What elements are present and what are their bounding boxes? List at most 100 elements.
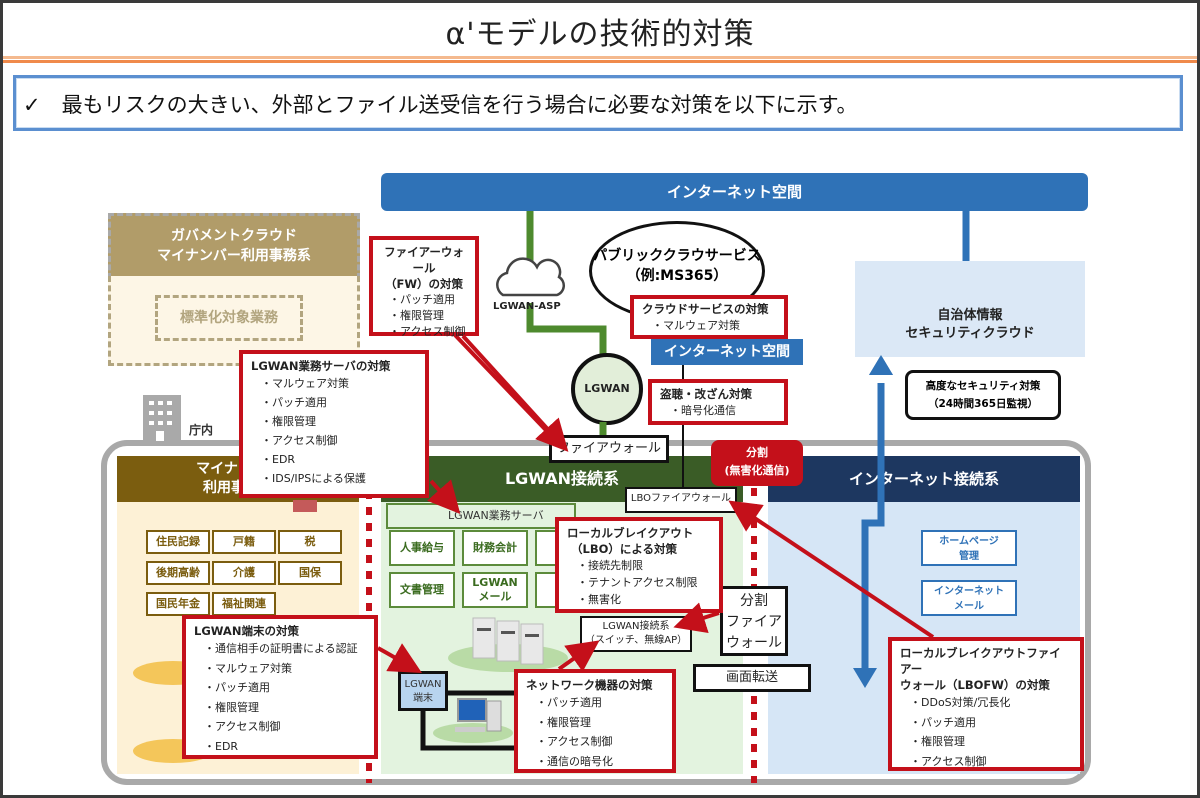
security-cloud-line-1: 自治体情報	[937, 308, 1003, 323]
measure-item: パッチ適用	[261, 393, 417, 412]
measure-item: DDoS対策/冗長化	[910, 693, 1072, 713]
lgwan-switch-line-2: （スイッチ、無線AP）	[584, 635, 688, 646]
standard-ops-box: 標準化対象業務	[155, 295, 303, 341]
firewall-box: ファイアウォール	[549, 435, 669, 463]
measure-item: テナントアクセス制限	[577, 574, 711, 591]
gov-cloud-title-2: マイナンバー利用事務系	[157, 248, 311, 264]
measure-network: ネットワーク機器の対策 パッチ適用 権限管理 アクセス制御 通信の暗号化	[514, 669, 676, 773]
advanced-security-line-1: 高度なセキュリティ対策	[925, 380, 1041, 392]
mynumber-cell: 福祉関連	[212, 592, 276, 616]
measure-item: アクセス制御	[261, 431, 417, 450]
lgwan-cell: 人事給与	[389, 530, 455, 566]
split-firewall-line-3: ウォール	[726, 635, 782, 651]
public-cloud-line-1: パブリッククラウサービス	[593, 248, 761, 264]
lgwan-asp-label: LGWAN-ASP	[493, 301, 561, 312]
measure-item: 通信相手の証明書による認証	[204, 639, 366, 659]
measure-lbofw-title-1: ローカルブレイクアウトファイアー	[900, 646, 1061, 676]
measure-lbo-list: 接続先制限 テナントアクセス制限 無害化	[567, 557, 711, 608]
office-label: 庁内	[189, 423, 214, 437]
connector-stub	[293, 500, 317, 512]
measure-item: マルウェア対策	[204, 659, 366, 679]
lbo-firewall-box: LBOファイアウォール	[625, 487, 737, 513]
internet-mail-cell: インターネット メール	[921, 580, 1017, 616]
measure-item: マルウェア対策	[652, 317, 776, 334]
advanced-security-box: 高度なセキュリティ対策 （24時間365日監視）	[905, 370, 1061, 420]
measure-item: アクセス制御	[910, 752, 1072, 772]
measure-item: 権限管理	[261, 412, 417, 431]
homepage-mgmt-cell: ホームページ 管理	[921, 530, 1017, 566]
measure-item: 無害化	[577, 591, 711, 608]
measure-item: アクセス制御	[389, 324, 469, 340]
arrow-fw	[453, 333, 569, 454]
separator-mynumber-lgwan	[366, 443, 372, 783]
security-cloud-line-2: セキュリティクラウド	[905, 326, 1035, 341]
internet-connection-header: インターネット接続系	[768, 456, 1080, 502]
measure-item: 権限管理	[389, 308, 469, 324]
measure-item: EDR	[261, 450, 417, 469]
measure-item: パッチ適用	[204, 678, 366, 698]
mynumber-cell: 税	[278, 530, 342, 554]
mynumber-cell: 国保	[278, 561, 342, 585]
lgwan-circle: LGWAN	[571, 353, 643, 425]
measure-network-title: ネットワーク機器の対策	[526, 678, 653, 692]
measure-item: アクセス制御	[536, 732, 664, 752]
title-divider	[3, 56, 1197, 59]
measure-item: EDR	[204, 737, 366, 757]
split-badge-line-2: (無害化通信)	[724, 464, 790, 477]
advanced-security-line-2: （24時間365日監視）	[927, 398, 1039, 410]
measure-lgwan-terminal: LGWAN端末の対策 通信相手の証明書による認証 マルウェア対策 パッチ適用 権…	[182, 615, 378, 759]
mynumber-cell: 介護	[212, 561, 276, 585]
measure-network-list: パッチ適用 権限管理 アクセス制御 通信の暗号化	[526, 693, 664, 771]
title-divider-accent	[3, 60, 1197, 63]
lgwan-terminal-box: LGWAN 端末	[398, 671, 448, 711]
mynumber-cell: 戸籍	[212, 530, 276, 554]
lead-box	[13, 75, 1183, 131]
mynumber-cell: 住民記録	[146, 530, 210, 554]
measure-lgwan-server-list: マルウェア対策 パッチ適用 権限管理 アクセス制御 EDR IDS/IPSによる…	[251, 374, 417, 488]
measure-lbofw: ローカルブレイクアウトファイアー ウォール（LBOFW）の対策 DDoS対策/冗…	[888, 637, 1084, 771]
page-title: α'モデルの技術的対策	[445, 17, 755, 52]
lgwan-server-bar: LGWAN業務サーバ	[386, 503, 576, 529]
lgwan-switch-box: LGWAN接続系 （スイッチ、無線AP）	[580, 616, 692, 652]
screen-transfer-box: 画面転送	[693, 664, 811, 692]
measure-fw-title-2: （FW）の対策	[384, 277, 464, 291]
measure-fw: ファイアーウォール （FW）の対策 パッチ適用 権限管理 アクセス制御	[369, 236, 479, 338]
measure-item: パッチ適用	[536, 693, 664, 713]
measure-lbo-title-2: （LBO）による対策	[571, 542, 678, 556]
split-firewall-box: 分割 ファイア ウォール	[720, 586, 788, 656]
split-badge: 分割 (無害化通信)	[711, 440, 803, 486]
measure-item: 権限管理	[204, 698, 366, 718]
measure-fw-list: パッチ適用 権限管理 アクセス制御	[379, 292, 469, 340]
slide: α'モデルの技術的対策 ✓ 最もリスクの大きい、外部とファイル送受信を行う場合に…	[3, 3, 1197, 795]
mynumber-cell: 国民年金	[146, 592, 210, 616]
measure-tapping-list: 暗号化通信	[660, 402, 776, 419]
measure-lgwan-terminal-list: 通信相手の証明書による認証 マルウェア対策 パッチ適用 権限管理 アクセス制御 …	[194, 639, 366, 756]
measure-lbo: ローカルブレイクアウト （LBO）による対策 接続先制限 テナントアクセス制限 …	[555, 517, 723, 613]
measure-lgwan-server: LGWAN業務サーバの対策 マルウェア対策 パッチ適用 権限管理 アクセス制御 …	[239, 350, 429, 498]
measure-lbofw-title-2: ウォール（LBOFW）の対策	[900, 678, 1050, 692]
measure-item: パッチ適用	[910, 713, 1072, 733]
measure-cloud-service-title: クラウドサービスの対策	[642, 302, 769, 316]
measure-item: 接続先制限	[577, 557, 711, 574]
measure-item: パッチ適用	[389, 292, 469, 308]
up-arrow-icon	[869, 355, 893, 375]
measure-cloud-service-list: マルウェア対策	[642, 317, 776, 334]
measure-lbofw-list: DDoS対策/冗長化 パッチ適用 権限管理 アクセス制御	[900, 693, 1072, 771]
measure-tapping-title: 盗聴・改ざん対策	[660, 387, 752, 401]
measure-lgwan-terminal-title: LGWAN端末の対策	[194, 624, 299, 638]
measure-item: 権限管理	[536, 713, 664, 733]
gov-cloud-title-1: ガバメントクラウド	[171, 228, 297, 244]
measure-item: IDS/IPSによる保護	[261, 469, 417, 488]
internet-space-bar: インターネット空間	[381, 173, 1088, 211]
measure-item: 通信の暗号化	[536, 752, 664, 772]
measure-item: 暗号化通信	[670, 402, 776, 419]
lead-text: ✓ 最もリスクの大きい、外部とファイル送受信を行う場合に必要な対策を以下に示す。	[23, 93, 858, 117]
gov-cloud-header: ガバメントクラウド マイナンバー利用事務系	[108, 213, 360, 279]
measure-tapping: 盗聴・改ざん対策 暗号化通信	[648, 379, 788, 425]
split-firewall-line-2: ファイア	[726, 614, 782, 630]
security-cloud: 自治体情報 セキュリティクラウド	[855, 261, 1085, 357]
public-cloud-line-2: （例:MS365）	[626, 268, 728, 284]
measure-item: アクセス制御	[204, 717, 366, 737]
mynumber-cell: 後期高齢	[146, 561, 210, 585]
lgwan-cell: LGWAN メール	[462, 572, 528, 608]
